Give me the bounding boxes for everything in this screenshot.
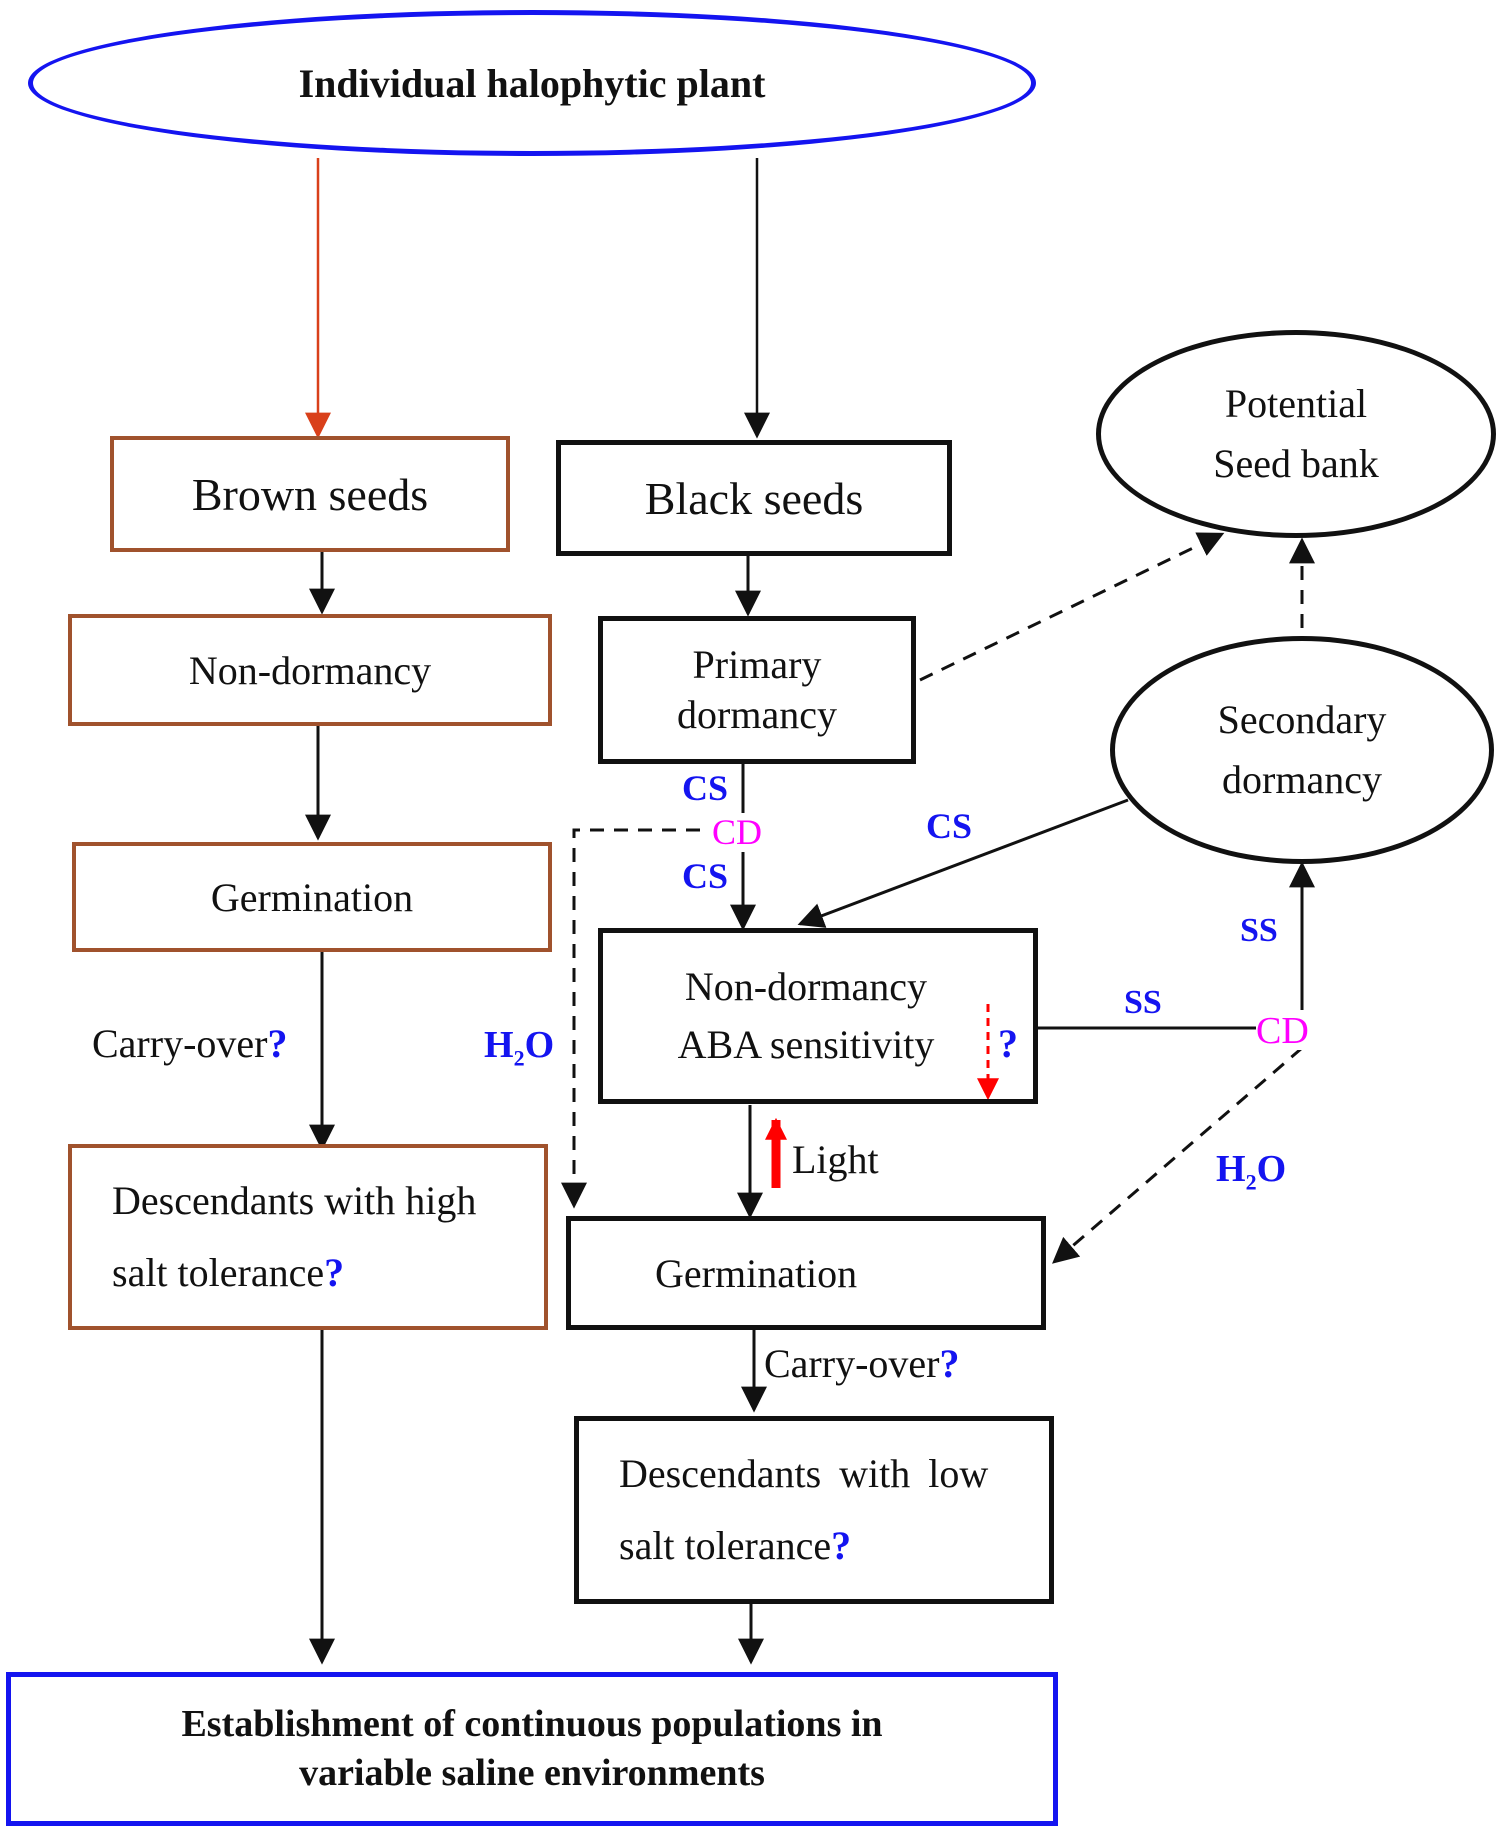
low-tolerance-line2: salt tolerance: [619, 1523, 832, 1568]
node-secondary-dormancy: Secondary dormancy: [1110, 636, 1494, 864]
node-individual-plant: Individual halophytic plant: [28, 10, 1036, 156]
node-individual-plant-label: Individual halophytic plant: [298, 60, 766, 106]
node-black-nondormancy: Non-dormancy ABA sensitivity: [598, 928, 1038, 1104]
node-black-germination: Germination: [566, 1216, 1046, 1330]
h2o-right-o: O: [1256, 1148, 1287, 1190]
high-tolerance-line2: salt tolerance: [112, 1250, 325, 1295]
label-ss-horizontal: SS: [1124, 984, 1162, 1021]
label-carry-over-left: Carry-over?: [92, 1024, 287, 1064]
node-establishment: Establishment of continuous populations …: [6, 1672, 1058, 1826]
label-h2o-right: H2O: [1216, 1150, 1286, 1194]
label-carry-over-right: Carry-over?: [764, 1344, 959, 1384]
arrow-secondary-to-nondormancy: [797, 798, 1129, 928]
label-cs-top: CS: [682, 768, 729, 808]
question-mark-high-tolerance: ?: [324, 1250, 345, 1295]
h2o-right-sub: 2: [1245, 1169, 1257, 1195]
label-cd-left: CD: [712, 812, 763, 852]
dashed-arrow-primary-to-seed-bank: [919, 532, 1225, 682]
node-brown-germination-label: Germination: [210, 874, 414, 920]
establishment-line1: Establishment of continuous populations …: [181, 1702, 883, 1745]
node-brown-nondormancy: Non-dormancy: [68, 614, 552, 726]
dashed-arrow-cd-right-to-germination: [1052, 1046, 1303, 1264]
label-ss-vertical: SS: [1240, 912, 1278, 949]
h2o-left-sub: 2: [513, 1045, 525, 1071]
low-tolerance-line1: Descendants with low: [619, 1451, 989, 1496]
h2o-left-h: H: [484, 1024, 514, 1066]
h2o-right-h: H: [1216, 1148, 1246, 1190]
carry-over-right-text: Carry-over: [764, 1341, 940, 1386]
question-mark-aba: ?: [998, 1021, 1018, 1066]
node-brown-nondormancy-label: Non-dormancy: [188, 647, 432, 693]
node-brown-seeds: Brown seeds: [110, 436, 510, 552]
label-cs-mid: CS: [682, 856, 729, 896]
carry-over-left-text: Carry-over: [92, 1021, 268, 1066]
dashed-arrow-cd-to-germination-left: [561, 828, 700, 1209]
node-potential-seed-bank: Potential Seed bank: [1096, 330, 1496, 538]
primary-line1: Primary: [692, 642, 822, 687]
primary-line2: dormancy: [677, 692, 837, 737]
node-brown-germination: Germination: [72, 842, 552, 952]
question-mark-carry-over-left: ?: [267, 1021, 288, 1066]
node-brown-seeds-label: Brown seeds: [191, 468, 429, 520]
label-cd-right: CD: [1256, 1010, 1309, 1052]
label-cs-right: CS: [926, 806, 973, 846]
establishment-line2: variable saline environments: [299, 1752, 765, 1794]
question-mark-carry-over-right: ?: [939, 1341, 960, 1386]
high-tolerance-line1: Descendants with high: [112, 1178, 477, 1223]
seed-bank-line1: Potential: [1224, 381, 1368, 426]
black-nondormancy-line2: ABA sensitivity: [677, 1022, 935, 1067]
node-high-tolerance: Descendants with high salt tolerance?: [68, 1144, 548, 1330]
label-light: Light: [792, 1137, 879, 1182]
seed-bank-line2: Seed bank: [1213, 441, 1379, 486]
h2o-left-o: O: [524, 1024, 555, 1066]
node-black-seeds: Black seeds: [556, 440, 952, 556]
secondary-line1: Secondary: [1217, 697, 1387, 742]
node-black-seeds-label: Black seeds: [644, 472, 864, 524]
node-black-germination-label: Germination: [655, 1250, 858, 1296]
node-low-tolerance: Descendants with low salt tolerance?: [574, 1416, 1054, 1604]
question-mark-low-tolerance: ?: [831, 1523, 852, 1568]
label-h2o-left: H2O: [484, 1026, 554, 1070]
black-nondormancy-line1: Non-dormancy: [684, 964, 928, 1009]
node-primary-dormancy: Primary dormancy: [598, 616, 916, 764]
secondary-line2: dormancy: [1222, 757, 1382, 802]
